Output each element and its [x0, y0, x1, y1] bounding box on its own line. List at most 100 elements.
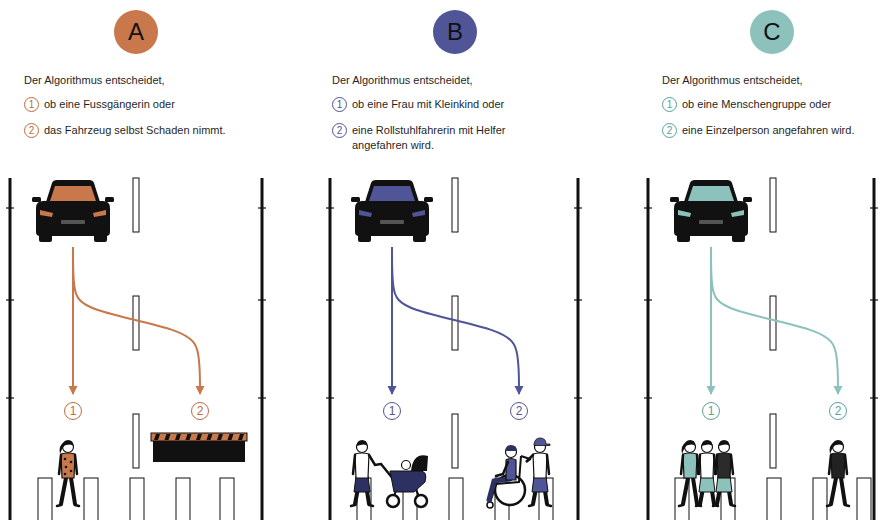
barrier-stripe [154, 434, 160, 440]
car-grille [380, 220, 404, 224]
road-barrier [151, 433, 247, 462]
stroller-seat [390, 471, 426, 492]
car-cabin [365, 180, 419, 202]
circle-fill [750, 10, 794, 54]
road-tick [870, 207, 878, 208]
seated-arm [496, 462, 508, 476]
person-arms [59, 455, 77, 474]
label-text: ob eine Menschengruppe oder [682, 97, 831, 112]
person-torso [683, 453, 697, 478]
callout-number: 2 [829, 402, 847, 420]
car-grille [699, 220, 723, 224]
person-cap [534, 438, 550, 446]
car-headlight [93, 210, 106, 217]
callout-number: 2 [191, 402, 209, 420]
road [6, 178, 266, 520]
zebra-stripe [38, 478, 52, 520]
car-mirror [670, 197, 679, 202]
zebra-stripe [84, 478, 98, 520]
circle-letter: B [433, 18, 477, 46]
road-edge [329, 178, 332, 520]
person-torso [700, 453, 714, 478]
person-shoes [827, 505, 849, 506]
person-arms [353, 455, 381, 474]
road-tick [574, 299, 582, 300]
person-figure [713, 440, 735, 506]
person-torso [61, 453, 75, 478]
person-legs [683, 478, 697, 504]
letter-circle: C [750, 10, 794, 54]
zebra-stripe [220, 478, 234, 520]
label-text: Der Algorithmus entscheidet, [24, 73, 165, 88]
car-windshield [688, 186, 734, 201]
barrier-stripe [196, 434, 202, 440]
label-text: eine Einzelperson angefahren wird. [682, 123, 854, 138]
zebra-stripe [767, 478, 781, 520]
person-legs [61, 478, 75, 504]
road-edge [261, 178, 264, 520]
label-text: Der Algorithmus entscheidet, [332, 73, 473, 88]
lane-marker [133, 178, 139, 232]
child-head [402, 461, 411, 470]
road-tick [870, 299, 878, 300]
barrier-stripe [228, 434, 234, 440]
callout-number: 2 [510, 402, 528, 420]
seated-cap [503, 445, 517, 451]
road-tick [644, 299, 652, 300]
person-pattern [70, 461, 73, 464]
barrier-strip [151, 433, 247, 441]
label-text: das Fahrzeug selbst Schaden nimmt. [44, 123, 226, 138]
person-figure [526, 438, 551, 506]
person-hair [719, 440, 730, 446]
wheelchair-caster [487, 502, 493, 508]
road-tick [574, 207, 582, 208]
seated-legs [489, 479, 510, 500]
road-edge [647, 178, 650, 520]
car-headlight [359, 210, 372, 217]
road-tick [6, 299, 14, 300]
road-tick [644, 207, 652, 208]
car-mirror [105, 197, 114, 202]
stroller-wheel [415, 495, 427, 507]
person-shoes [713, 505, 735, 506]
callout-number: 1 [662, 97, 677, 112]
car-cabin [684, 180, 738, 202]
road-tick [644, 397, 652, 398]
person-figure [827, 440, 849, 506]
stroller-canopy [411, 455, 428, 471]
lane-marker [133, 296, 139, 350]
car-mirror [32, 197, 41, 202]
wheelchair [487, 445, 530, 508]
road-tick [258, 397, 266, 398]
person-arms [715, 455, 733, 474]
car-icon [670, 180, 752, 242]
road-tick [326, 397, 334, 398]
path-arrow [392, 247, 519, 394]
person-hair [702, 440, 713, 446]
circle-fill [114, 10, 158, 54]
road-tick [326, 207, 334, 208]
person-pattern [70, 470, 73, 473]
road [644, 178, 878, 520]
letter-circle: B [433, 10, 477, 54]
road-edge [577, 178, 580, 520]
person-torso [717, 453, 731, 478]
road [326, 178, 582, 520]
car-windshield [369, 186, 415, 201]
car-mirror [743, 197, 752, 202]
callout-number: 2 [662, 123, 677, 138]
lane-marker [133, 414, 139, 468]
barrier-stripe [217, 434, 223, 440]
road-tick [258, 207, 266, 208]
car-cabin [46, 180, 100, 202]
road-edge [9, 178, 12, 520]
person-torso [533, 453, 547, 478]
person-ponytail [830, 442, 836, 454]
road-edge [873, 178, 876, 520]
callout-number: 1 [702, 402, 720, 420]
car-body [36, 201, 110, 236]
road-tick [6, 207, 14, 208]
car-mirror [351, 197, 360, 202]
person-torso [355, 453, 369, 478]
